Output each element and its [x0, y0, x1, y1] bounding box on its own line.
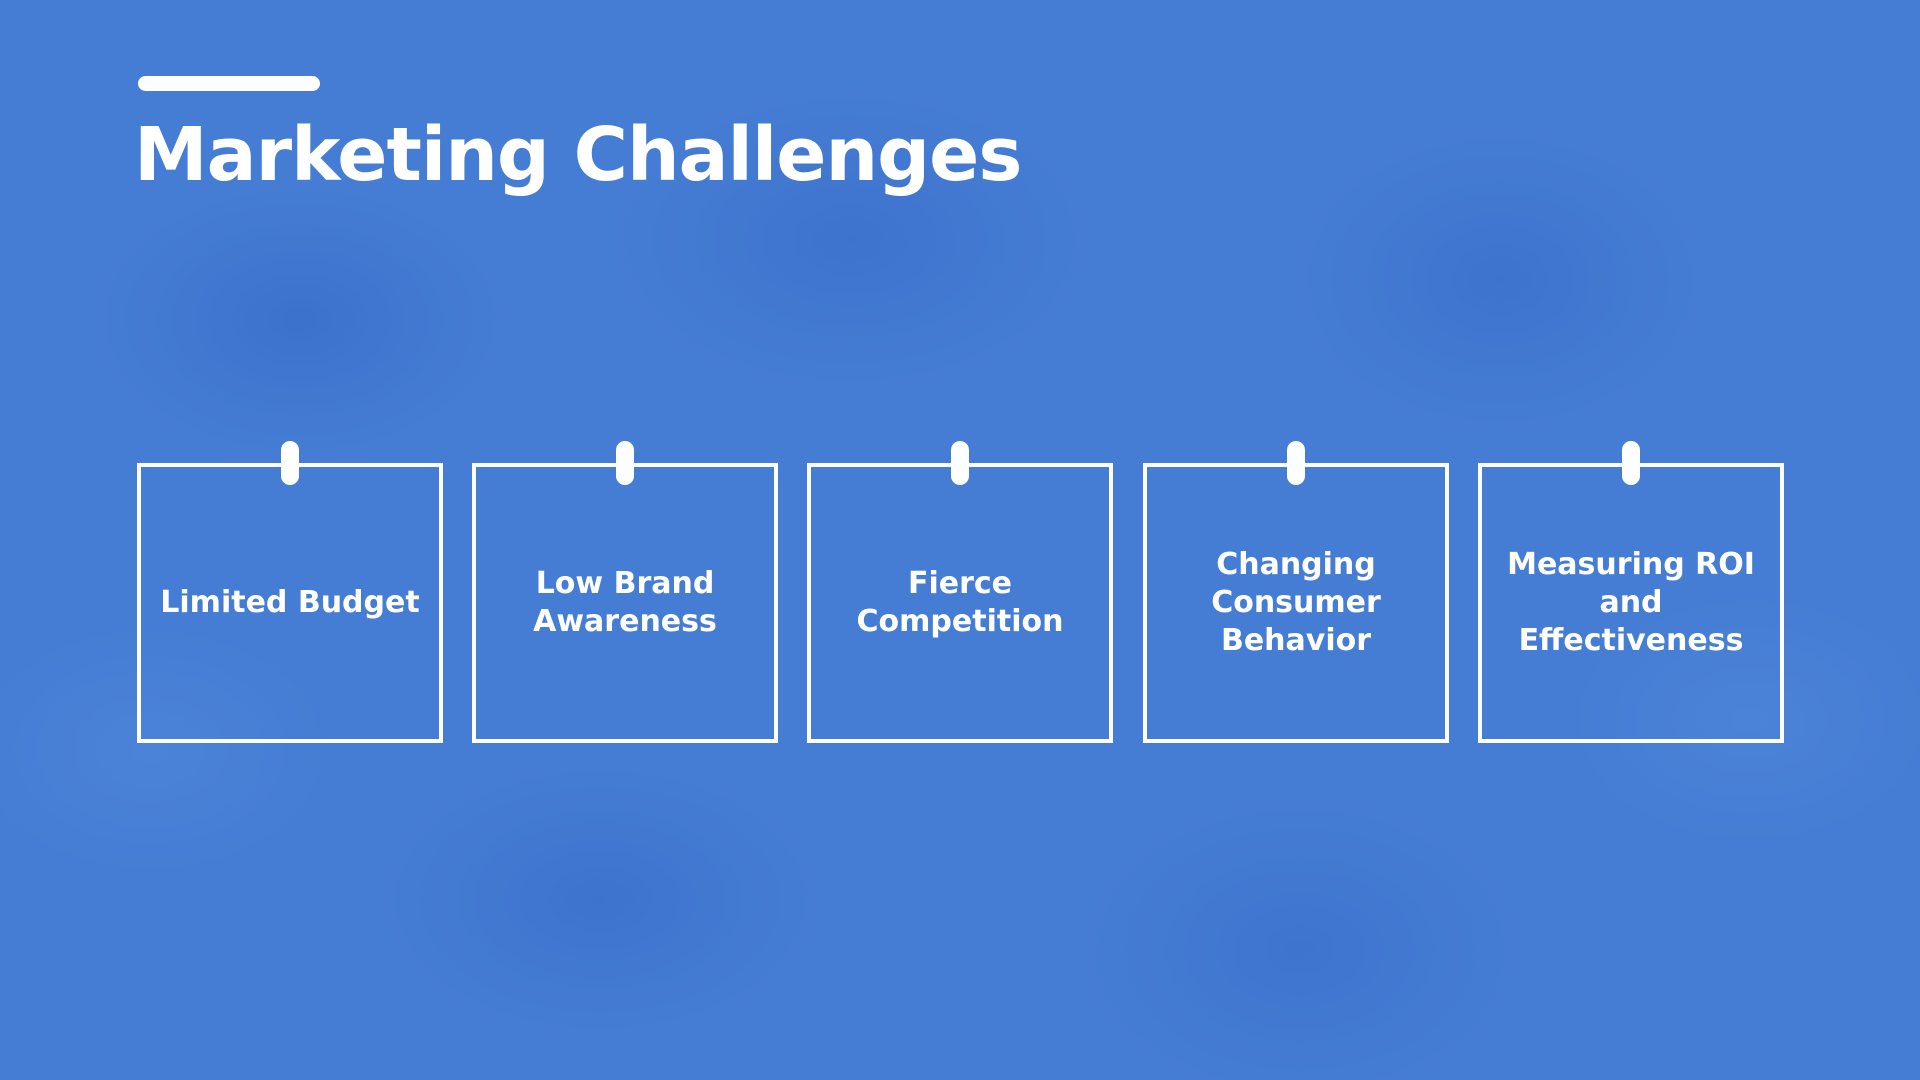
pin-tab — [1622, 441, 1640, 485]
card-label: Low Brand Awareness — [533, 566, 717, 639]
challenge-card-measuring-roi: Measuring ROI and Effectiveness — [1478, 441, 1784, 743]
challenge-card-changing-consumer-behavior: Changing Consumer Behavior — [1143, 441, 1449, 743]
pin-tab — [616, 441, 634, 485]
card-label: Limited Budget — [160, 585, 420, 620]
slide-title: Marketing Challenges — [134, 112, 1022, 198]
challenge-card-low-brand-awareness: Low Brand Awareness — [472, 441, 778, 743]
challenge-card-fierce-competition: Fierce Competition — [807, 441, 1113, 743]
title-accent-bar — [138, 76, 320, 91]
challenge-card-limited-budget: Limited Budget — [137, 441, 443, 743]
pin-tab — [281, 441, 299, 485]
card-label: Measuring ROI and Effectiveness — [1507, 547, 1755, 658]
card-label: Fierce Competition — [856, 566, 1064, 639]
pin-tab — [951, 441, 969, 485]
card-label: Changing Consumer Behavior — [1211, 547, 1381, 658]
pin-tab — [1287, 441, 1305, 485]
